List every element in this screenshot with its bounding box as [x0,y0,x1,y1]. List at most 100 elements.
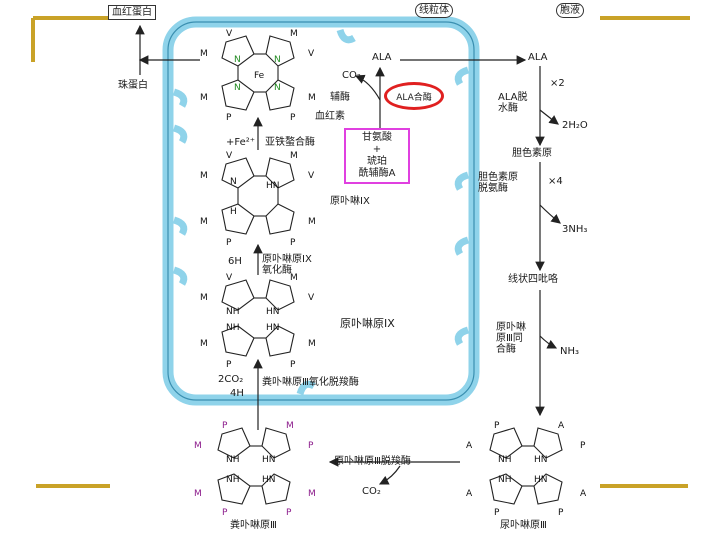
copro-nh2: NH [226,475,240,485]
2co2-label: 2CO₂ [218,374,244,385]
copro-sub-tr: M [286,421,294,431]
protogen-sub-br: P [290,360,296,368]
mitochondrion-membrane [162,16,480,406]
uro-sub-bl: P [494,508,500,516]
uro-nh2: NH [498,475,512,485]
co2-top-label: CO₂ [342,70,361,81]
protogen-nh2: NH [226,323,240,333]
fe2-label: +Fe²⁺ [226,137,256,148]
uro-iii-label: 尿卟啉原Ⅲ [500,520,547,531]
linear-tetrapyrrole-label: 线状四吡咯 [508,274,558,285]
copro-oxidase-label: 粪卟啉原Ⅲ氧化脱羧酶 [262,377,359,388]
uro-sub-lb: A [466,489,473,499]
co2-bottom-label: CO₂ [362,486,381,497]
heme-sub-rt: V [308,49,315,59]
protogen-sub-lb: M [200,339,208,349]
proto-sub-lt: M [200,171,208,181]
uro-sub-br: P [558,508,564,516]
proto-h: H [230,207,237,217]
ala-synthase-oval: ALA合酶 [384,82,444,110]
6h-label: 6H [228,256,242,267]
copro-hn2: HN [262,475,276,485]
proto-sub-lb: M [200,217,208,227]
heme-sub-tr: M [290,29,298,39]
globin-label: 珠蛋白 [118,80,148,91]
copro-sub-br: P [286,508,292,516]
proto-sub-br: P [290,238,296,246]
heme-n1: N [234,55,241,65]
ala-dehydratase-label: ALA脱 水酶 [498,92,528,114]
protogen-sub-tr: M [290,273,298,283]
copro-hn1: HN [262,455,276,465]
copro-sub-lt: M [194,441,202,451]
uro-nh1: NH [498,455,512,465]
heme-sub-lt: M [200,49,208,59]
mitochondria-header: 线粒体 [415,3,453,18]
copro-iii-label: 粪卟啉原Ⅲ [230,520,277,531]
copro-sub-rb: M [308,489,316,499]
copro-nh1: NH [226,455,240,465]
heme-fe: Fe [254,71,265,81]
heme-label: 血红素 [315,111,345,122]
protogen-hn1: HN [266,307,280,317]
glycine-succinyl-box: 甘氨酸 + 琥珀 酰辅酶A [344,128,410,184]
ala-synthase-label: ALA合酶 [396,92,432,103]
protogen-nh1: NH [226,307,240,317]
uro-sub-tl: P [494,421,500,431]
proto-sub-bl: P [226,238,232,246]
uro-sub-tr: A [558,421,565,431]
uro-hn1: HN [534,455,548,465]
proto-hn: HN [266,181,280,191]
protogen-sub-lt: M [200,293,208,303]
heme-n3: N [234,83,241,93]
proto-n: N [230,177,237,187]
heme-sub-rb: M [308,93,316,103]
coenzyme-label: 辅酶 [330,92,350,103]
uro-hn2: HN [534,475,548,485]
ala-cyto-label: ALA [528,52,548,63]
proto-sub-rt: V [308,171,315,181]
heme-n2: N [274,55,281,65]
heme-sub-bl: P [226,113,232,120]
proto-sub-tl: V [226,151,233,161]
x2-label: ×2 [550,78,565,89]
protogen-oxidase-label: 原卟啉原IX 氧化酶 [262,254,312,276]
pbg-deaminase-label: 胆色素原 脱氨酶 [478,172,518,194]
nh3-1-label: NH₃ [560,346,580,357]
heme-structure: N N N N Fe V M M V M M P P [200,29,316,120]
heme-sub-br: P [290,113,296,120]
4h-label: 4H [230,388,244,399]
hemoglobin-header: 血红蛋白 [108,5,156,20]
copro-sub-bl: P [222,508,228,516]
pbg-label: 胆色素原 [512,148,552,159]
uro-iii-structure: NH HN NH HN P A A P A A P P [466,421,587,516]
ala-mito-label: ALA [372,52,392,63]
copro-iii-structure: NH HN NH HN P M M P M M P P [194,421,316,516]
heme-sub-lb: M [200,93,208,103]
proto-sub-rb: M [308,217,316,227]
proto-sub-tr: M [290,151,298,161]
uro-sub-lt: A [466,441,473,451]
cytoplasm-header: 胞液 [556,3,584,18]
x4-label: ×4 [548,176,563,187]
copro-sub-lb: M [194,489,202,499]
proto-ix-structure: N HN H V M M V M M P P [200,151,316,246]
nh3-3-label: 3NH₃ [562,224,588,235]
protogen-ix-label: 原卟啉原IX [340,317,395,330]
uro-sub-rb: A [580,489,587,499]
protogen-ix-structure: NH HN NH HN V M M V M M P P [200,273,316,368]
ferrochelatase-label: 亚铁螯合酶 [265,137,315,148]
copro-sub-rt: P [308,441,314,451]
heme-n4: N [274,83,281,93]
protogen-sub-bl: P [226,360,232,368]
uro-decarboxylase-label: 原卟啉原Ⅲ脱羧酶 [334,456,411,467]
copro-sub-tl: P [222,421,228,431]
protogen-sub-tl: V [226,273,233,283]
protogen-sub-rb: M [308,339,316,349]
uro-cosynthase-label: 原卟啉 原Ⅲ同 合酶 [496,322,526,355]
protogen-hn2: HN [266,323,280,333]
proto-ix-label: 原卟啉IX [330,196,370,207]
heme-sub-tl: V [226,29,233,39]
protogen-sub-rt: V [308,293,315,303]
